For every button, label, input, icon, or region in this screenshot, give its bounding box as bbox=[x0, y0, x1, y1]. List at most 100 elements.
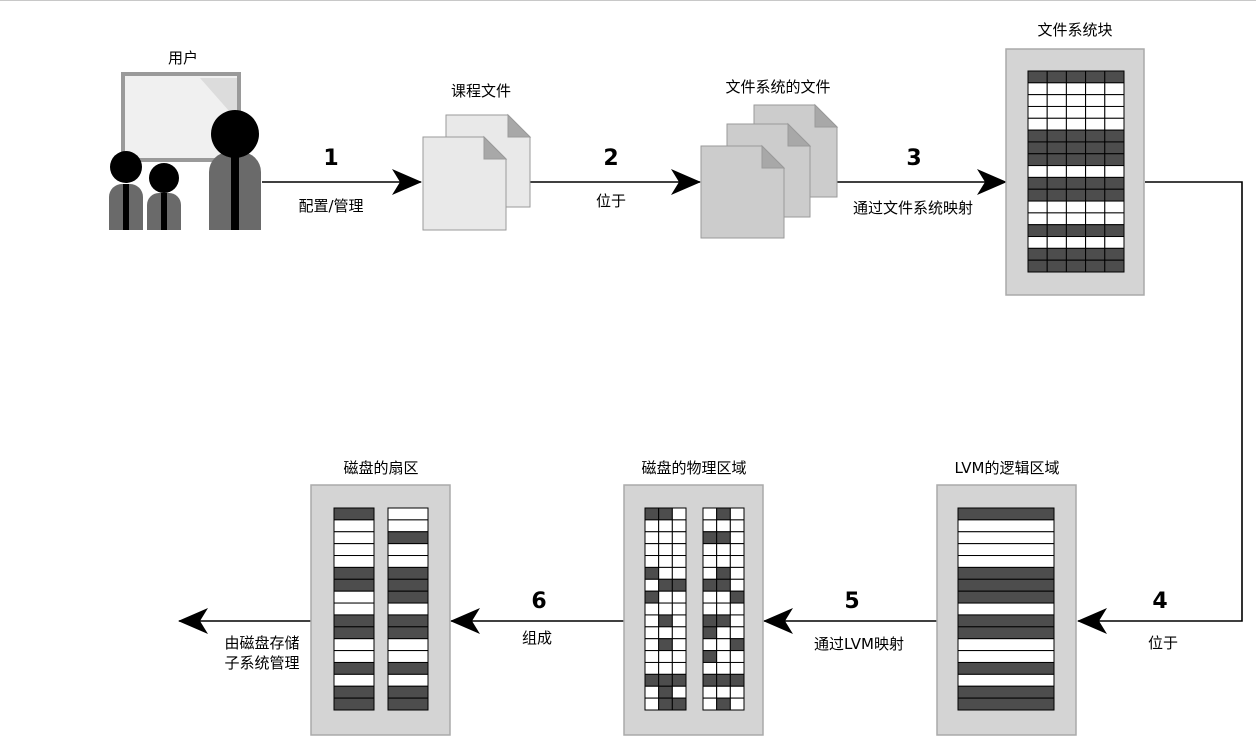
storage-block bbox=[702, 650, 718, 663]
storage-block bbox=[387, 531, 429, 545]
storage-block bbox=[1027, 94, 1048, 107]
storage-block bbox=[1046, 176, 1067, 190]
storage-block bbox=[671, 685, 687, 699]
storage-block bbox=[716, 685, 731, 699]
storage-block bbox=[1065, 247, 1087, 261]
storage-block bbox=[1065, 105, 1087, 119]
storage-block bbox=[644, 614, 660, 628]
storage-block bbox=[1027, 224, 1048, 238]
storage-block bbox=[387, 638, 429, 652]
storage-block bbox=[1104, 224, 1125, 238]
storage-block bbox=[658, 507, 673, 521]
storage-block bbox=[716, 661, 731, 675]
storage-block bbox=[957, 519, 1055, 533]
storage-block bbox=[644, 626, 660, 640]
storage-block bbox=[1085, 224, 1106, 238]
storage-block bbox=[333, 614, 375, 628]
lvm-extent-column bbox=[957, 507, 1055, 711]
storage-block bbox=[1085, 236, 1106, 249]
storage-block bbox=[1085, 129, 1106, 143]
storage-block bbox=[957, 507, 1055, 521]
storage-block bbox=[1065, 212, 1087, 226]
storage-block bbox=[957, 531, 1055, 545]
storage-block bbox=[1065, 188, 1087, 202]
storage-block bbox=[702, 531, 718, 545]
storage-block bbox=[1085, 70, 1106, 84]
storage-block bbox=[1027, 141, 1048, 155]
storage-block bbox=[1085, 188, 1106, 202]
fs-block-grid bbox=[1027, 70, 1125, 273]
storage-block bbox=[957, 626, 1055, 640]
storage-block bbox=[387, 602, 429, 616]
step-3-label: 通过文件系统映射 bbox=[853, 199, 973, 217]
storage-block bbox=[644, 650, 660, 663]
storage-block bbox=[333, 661, 375, 675]
storage-block bbox=[333, 602, 375, 616]
storage-block bbox=[1027, 212, 1048, 226]
step-6-number: 6 bbox=[531, 589, 546, 614]
storage-block bbox=[671, 626, 687, 640]
storage-block bbox=[1027, 259, 1048, 273]
storage-block bbox=[702, 602, 718, 616]
storage-block bbox=[729, 507, 745, 521]
step-5-number: 5 bbox=[844, 589, 859, 614]
storage-block bbox=[957, 590, 1055, 604]
storage-block bbox=[1104, 117, 1125, 131]
disk-sectors-node: 磁盘的扇区 bbox=[310, 459, 451, 736]
storage-block bbox=[1085, 176, 1106, 190]
storage-block bbox=[702, 566, 718, 580]
storage-block bbox=[387, 519, 429, 533]
storage-block bbox=[729, 566, 745, 580]
storage-block bbox=[333, 507, 375, 521]
storage-block bbox=[729, 555, 745, 568]
storage-block bbox=[387, 543, 429, 557]
storage-block bbox=[387, 555, 429, 568]
storage-block bbox=[729, 578, 745, 592]
top-divider bbox=[0, 0, 1256, 1]
storage-block bbox=[1046, 141, 1067, 155]
storage-block bbox=[702, 626, 718, 640]
storage-block bbox=[957, 555, 1055, 568]
lvm-extents-node: LVM的逻辑区域 bbox=[936, 459, 1077, 736]
storage-block bbox=[644, 566, 660, 580]
storage-block bbox=[671, 650, 687, 663]
storage-block bbox=[716, 614, 731, 628]
disk-sectors-title: 磁盘的扇区 bbox=[343, 459, 418, 477]
storage-block bbox=[333, 650, 375, 663]
storage-block bbox=[333, 626, 375, 640]
storage-block bbox=[1027, 105, 1048, 119]
user-node: 用户 bbox=[109, 49, 261, 230]
physical-extents-node: 磁盘的物理区域 bbox=[623, 459, 764, 736]
storage-block bbox=[671, 697, 687, 711]
disk-sector-column-right bbox=[387, 507, 429, 711]
lvm-extents-title: LVM的逻辑区域 bbox=[955, 459, 1060, 477]
storage-block bbox=[1065, 70, 1087, 84]
storage-block bbox=[1085, 200, 1106, 214]
storage-block bbox=[1085, 141, 1106, 155]
storage-block bbox=[644, 507, 660, 521]
storage-block bbox=[387, 578, 429, 592]
storage-block bbox=[1065, 117, 1087, 131]
storage-block bbox=[1027, 153, 1048, 167]
storage-block bbox=[671, 661, 687, 675]
storage-block bbox=[333, 578, 375, 592]
step-2-label: 位于 bbox=[596, 192, 626, 210]
storage-block bbox=[644, 673, 660, 687]
storage-block bbox=[1046, 82, 1067, 96]
storage-block bbox=[1046, 247, 1067, 261]
storage-block bbox=[387, 685, 429, 699]
storage-block bbox=[1085, 165, 1106, 178]
storage-block bbox=[658, 614, 673, 628]
storage-block bbox=[671, 507, 687, 521]
fs-files-node: 文件系统的文件 bbox=[700, 78, 839, 239]
step-2-number: 2 bbox=[603, 146, 618, 171]
step-1-label: 配置/管理 bbox=[298, 197, 363, 215]
storage-block bbox=[1027, 117, 1048, 131]
storage-block bbox=[644, 590, 660, 604]
storage-block bbox=[1065, 224, 1087, 238]
storage-block bbox=[658, 531, 673, 545]
storage-block bbox=[658, 519, 673, 533]
storage-block bbox=[387, 661, 429, 675]
final-label-line1: 由磁盘存储 bbox=[224, 634, 299, 652]
storage-block bbox=[716, 626, 731, 640]
